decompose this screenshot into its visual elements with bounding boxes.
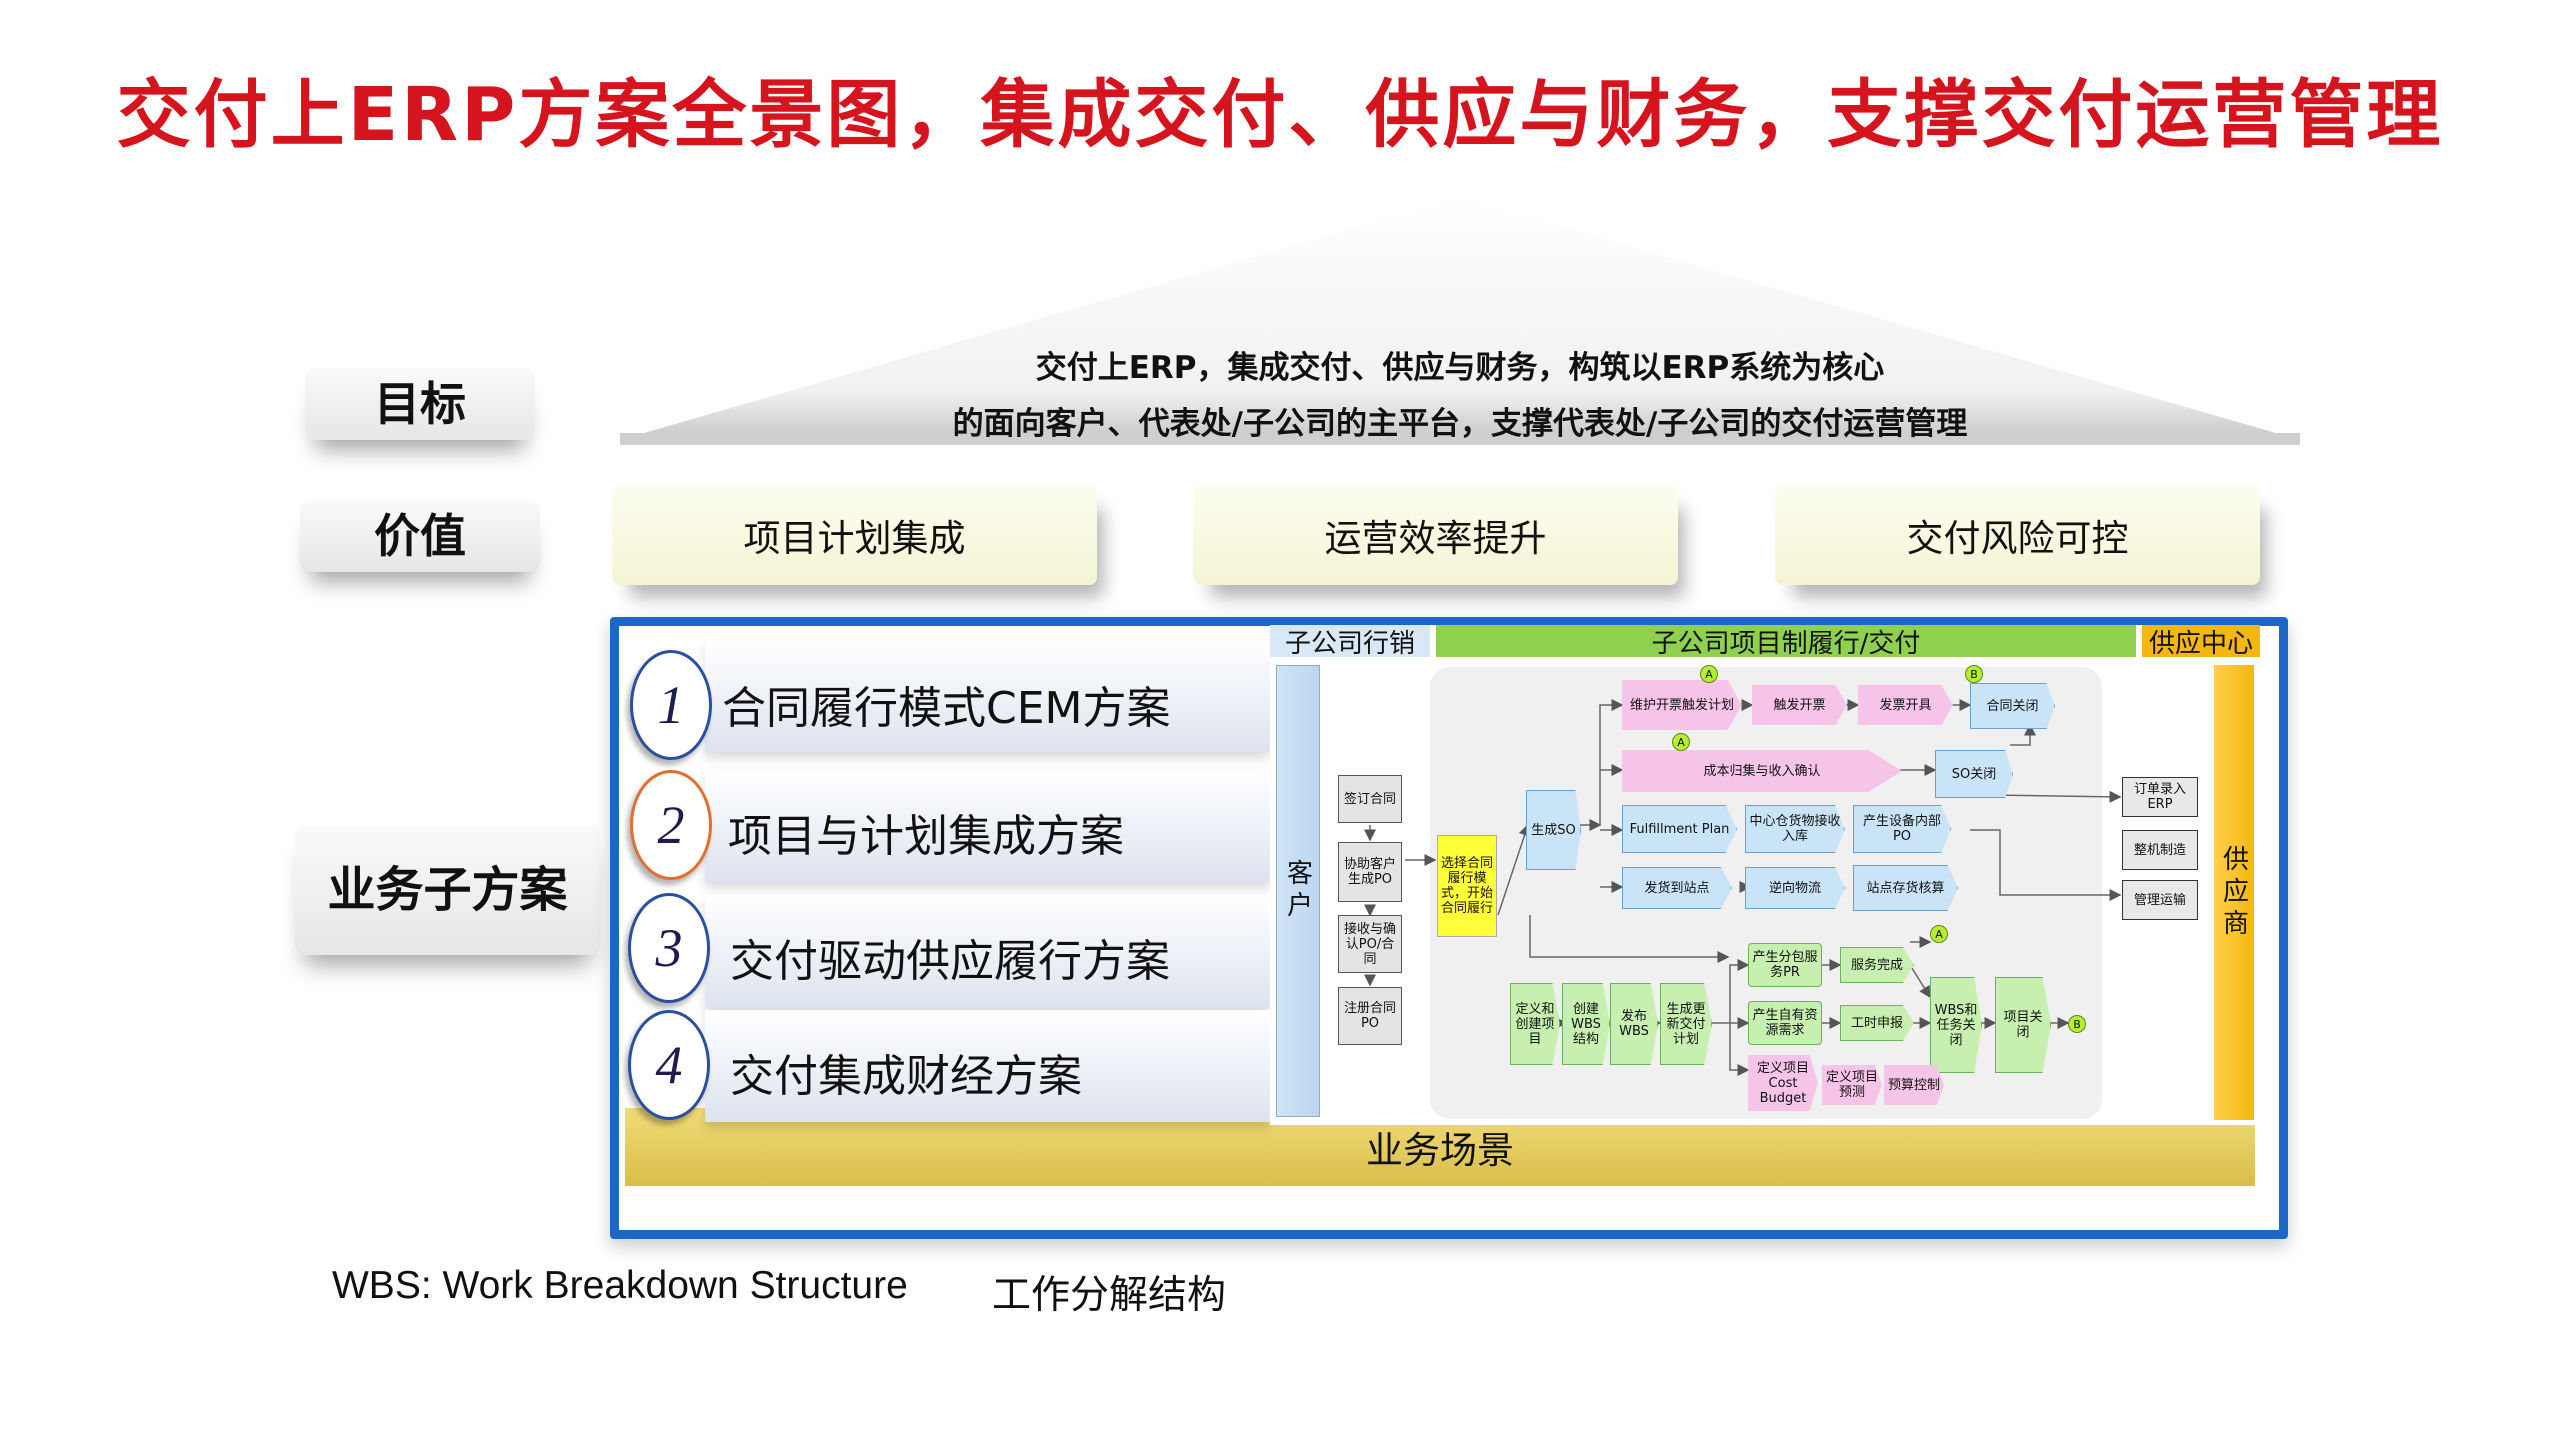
flow-node-create-wbs: 创建WBS结构: [1562, 983, 1610, 1065]
customer-lane: 客户: [1276, 665, 1320, 1117]
flow-node-assist-po: 协助客户生成PO: [1338, 842, 1402, 902]
number-circle-1: 1: [630, 650, 712, 760]
footnote-wbs-english: WBS: Work Breakdown Structure: [332, 1264, 908, 1307]
sub-solution-label-3: 交付驱动供应履行方案: [730, 936, 1170, 987]
sub-solution-row-1: [705, 640, 1270, 752]
flow-node-start: 选择合同履行模式，开始合同履行: [1437, 835, 1497, 937]
goal-tag: 目标: [305, 368, 535, 440]
flow-node-fulfillment-plan: Fulfillment Plan: [1622, 805, 1737, 853]
customer-label: 客户: [1282, 859, 1313, 923]
flow-node-so-close: SO关闭: [1935, 750, 2013, 798]
lane-header-supply: 供应中心: [2142, 625, 2260, 659]
number-circle-4: 4: [628, 1010, 710, 1120]
value-item-risk: 交付风险可控: [1775, 485, 2260, 585]
flow-node-project-close: 项目关闭: [1995, 977, 2051, 1073]
flow-node-central-warehouse: 中心仓货物接收入库: [1745, 805, 1845, 853]
flow-node-own-resource: 产生自有资源需求: [1748, 1001, 1822, 1045]
flow-node-update-plan: 生成更新交付计划: [1660, 983, 1712, 1065]
flow-node-project-forecast: 定义项目预测: [1822, 1065, 1882, 1105]
lane-header-sales: 子公司行销: [1270, 625, 1430, 659]
flow-node-cost-revenue: 成本归集与收入确认: [1622, 750, 1902, 792]
flow-node-reverse-logistics: 逆向物流: [1745, 867, 1845, 909]
sub-solution-row-4: [705, 1010, 1270, 1122]
flow-node-receive-po: 接收与确认PO/合同: [1338, 915, 1402, 973]
flow-node-timesheet: 工时申报: [1840, 1005, 1914, 1041]
flow-node-contract-close: 合同关闭: [1970, 683, 2055, 729]
flow-node-define-project: 定义和创建项目: [1510, 983, 1560, 1065]
flow-node-wbs-close: WBS和任务关闭: [1930, 977, 1982, 1073]
business-flow-diagram: 子公司行销 子公司项目制履行/交付 供应中心 客户 供应商: [1270, 625, 2260, 1125]
flow-node-site-inventory: 站点存货核算: [1853, 865, 1958, 911]
sub-solution-label-4: 交付集成财经方案: [730, 1051, 1082, 1102]
flow-node-subcontract-pr: 产生分包服务PR: [1748, 943, 1822, 987]
flow-node-transport: 管理运输: [2122, 880, 2198, 920]
flow-node-trigger-invoice: 触发开票: [1752, 685, 1847, 725]
goal-line-1: 交付上ERP，集成交付、供应与财务，构筑以ERP系统为核心: [1035, 350, 1885, 386]
value-item-efficiency: 运营效率提升: [1193, 485, 1678, 585]
flow-node-budget-control: 预算控制: [1884, 1065, 1944, 1105]
number-circle-2: 2: [630, 770, 712, 880]
flow-node-ship-to-site: 发货到站点: [1622, 867, 1732, 909]
connector-badge-b1: B: [1965, 665, 1983, 683]
connector-badge-a2: A: [1672, 733, 1690, 751]
page-title: 交付上ERP方案全景图，集成交付、供应与财务，支撑交付运营管理: [116, 72, 2444, 158]
flow-node-service-complete: 服务完成: [1840, 947, 1914, 983]
value-tag: 价值: [300, 500, 540, 572]
value-item-project-plan: 项目计划集成: [612, 485, 1097, 585]
sub-solution-row-3: [705, 895, 1270, 1007]
flow-node-publish-wbs: 发布WBS: [1610, 983, 1658, 1065]
flow-node-generate-so: 生成SO: [1526, 790, 1581, 870]
connector-badge-a1: A: [1700, 665, 1718, 683]
flow-node-register-po: 注册合同PO: [1338, 987, 1402, 1045]
sub-solution-label-2: 项目与计划集成方案: [728, 811, 1124, 862]
sub-solution-tag: 业务子方案: [295, 825, 600, 955]
roof-shape: [620, 197, 2300, 445]
supplier-label: 供应商: [2218, 844, 2249, 941]
sub-solution-label-1: 合同履行模式CEM方案: [722, 683, 1171, 734]
flow-node-order-entry: 订单录入ERP: [2122, 777, 2198, 817]
footnote-wbs-chinese: 工作分解结构: [992, 1273, 1227, 1318]
flow-node-cost-budget: 定义项目Cost Budget: [1748, 1055, 1818, 1111]
sub-solution-row-2: [705, 770, 1270, 882]
flow-node-manufacturing: 整机制造: [2122, 830, 2198, 870]
flow-node-issue-invoice: 发票开具: [1858, 685, 1953, 725]
lane-header-delivery: 子公司项目制履行/交付: [1436, 625, 2136, 659]
connector-badge-a3: A: [1930, 925, 1948, 943]
supplier-lane: 供应商: [2214, 665, 2254, 1120]
goal-line-2: 的面向客户、代表处/子公司的主平台，支撑代表处/子公司的交付运营管理: [952, 406, 1968, 442]
connector-badge-b2: B: [2068, 1015, 2086, 1033]
flow-node-billing-plan: 维护开票触发计划: [1622, 680, 1742, 730]
flow-node-internal-po: 产生设备内部PO: [1853, 805, 1951, 853]
flow-node-sign-contract: 签订合同: [1338, 775, 1402, 823]
number-circle-3: 3: [628, 893, 710, 1003]
